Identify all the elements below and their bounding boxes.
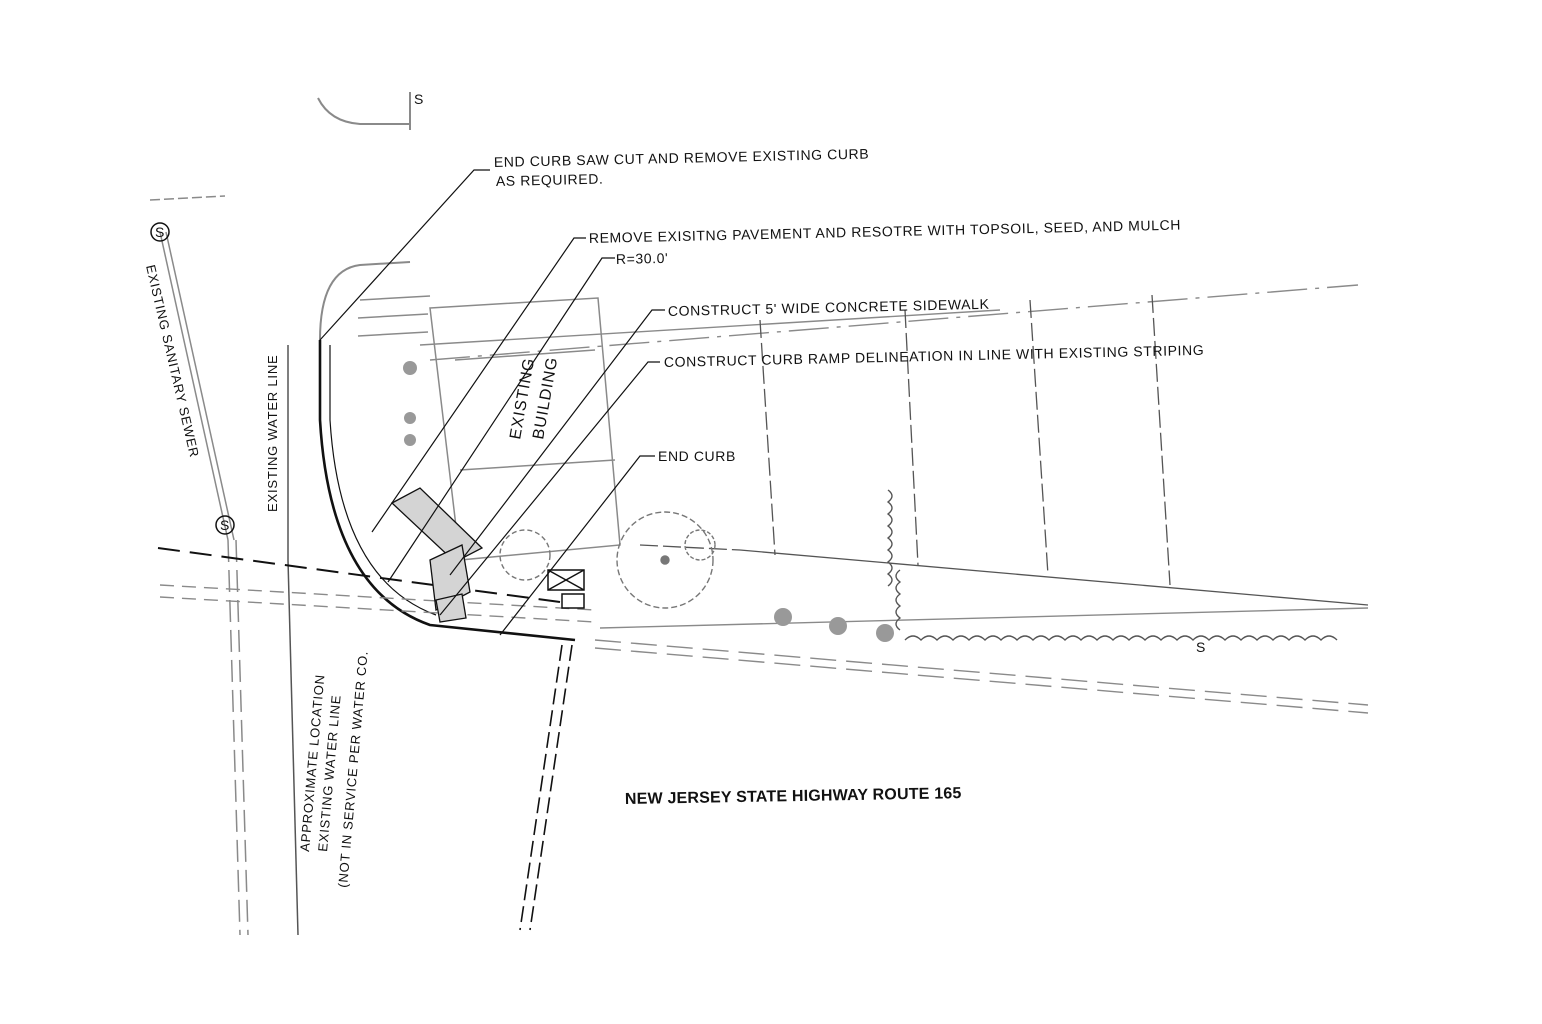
label-approx-location-line3: (NOT IN SERVICE PER WATER CO. <box>335 650 371 888</box>
top-corner-curb <box>317 92 411 130</box>
bollard-dots <box>403 361 894 642</box>
label-highway: NEW JERSEY STATE HIGHWAY ROUTE 165 <box>625 785 962 808</box>
parking-stall-lines <box>639 294 1369 606</box>
hedge-line <box>886 489 1338 641</box>
sanitary-sewer-line <box>149 195 249 936</box>
striping-line <box>157 547 561 603</box>
svg-text:S: S <box>220 517 230 533</box>
highway-edge-lines <box>159 584 1369 714</box>
callout-remove-pavement: REMOVE EXISITNG PAVEMENT AND RESOTRE WIT… <box>589 217 1181 246</box>
callout-end-curb: END CURB <box>658 448 736 464</box>
sewer-manhole-1: S <box>150 222 170 242</box>
callout-curb-ramp: CONSTRUCT CURB RAMP DELINEATION IN LINE … <box>664 342 1205 370</box>
existing-curb-top <box>319 261 411 341</box>
s-marker-top: S <box>414 91 424 107</box>
callout-radius: R=30.0' <box>616 250 669 267</box>
catch-basin <box>547 569 585 609</box>
existing-water-line <box>287 345 299 936</box>
callout-end-curb-saw-cut-line2: AS REQUIRED. <box>496 171 604 189</box>
tree-symbols <box>499 511 716 609</box>
callout-end-curb-saw-cut-line1: END CURB SAW CUT AND REMOVE EXISTING CUR… <box>494 145 870 170</box>
sewer-manhole-2: S <box>215 515 235 535</box>
label-existing-sanitary-sewer: EXISTING SANITARY SEWER <box>143 263 202 459</box>
property-line <box>419 284 1359 361</box>
label-existing-water-line: EXISTING WATER LINE <box>265 355 280 513</box>
callout-leaders <box>319 169 665 636</box>
storm-pipe-line <box>519 644 573 931</box>
callout-sidewalk: CONSTRUCT 5' WIDE CONCRETE SIDEWALK <box>668 296 990 319</box>
s-marker-right: S <box>1196 639 1206 655</box>
curb-return-arc-inner <box>329 345 437 616</box>
curb-return-arc <box>318 340 576 642</box>
svg-text:S: S <box>155 224 165 240</box>
